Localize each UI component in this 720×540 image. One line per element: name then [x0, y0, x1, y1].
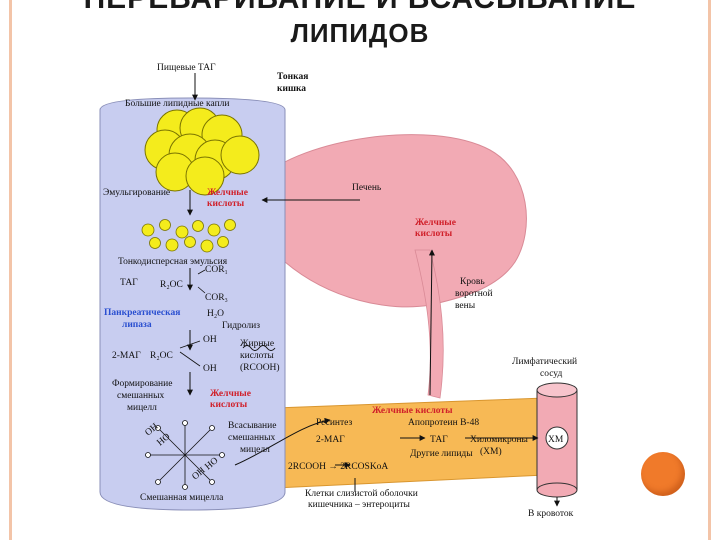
label-bile-acids-2a: Желчные [415, 218, 456, 228]
label-food-tag: Пищевые ТАГ [157, 63, 216, 73]
label-bile-acids-1b: кислоты [207, 199, 245, 209]
arrow-absorption [234, 417, 331, 466]
slide-title-line-1: ПЕРЕВАРИВАНИЕ И ВСАСЫВАНИЕ [0, 0, 720, 16]
large-lipid-droplets [144, 107, 260, 196]
label-mag-left: 2-МАГ [112, 351, 141, 361]
label-cor1: COR₁ [205, 265, 228, 275]
slide-title-line-2: ЛИПИДОВ [290, 18, 430, 48]
label-hydrolysis: Гидролиз [222, 321, 260, 331]
label-absorption-3: мицелл [240, 445, 270, 455]
label-mixed-micelle: Смешанная мицелла [140, 493, 224, 503]
label-absorption-1: Всасывание [228, 421, 276, 431]
label-enterocytes-1: Клетки слизистой оболочки [305, 488, 418, 499]
label-chylomicrons-1: Хиломикроны [470, 435, 529, 445]
label-bile-acids-4: Желчные кислоты [372, 406, 453, 416]
fatty-acid-squiggle [242, 345, 276, 351]
label-large-droplets: Большие липидные капли [125, 99, 230, 109]
label-bile-acids-3b: кислоты [210, 400, 248, 410]
label-enterocytes-2: кишечника – энтероциты [308, 500, 410, 510]
label-mag-right: 2-МАГ [316, 435, 345, 445]
label-rcooh-line: 2RCOOH → 2RCOSKoA [288, 462, 388, 472]
portal-vein-band [414, 249, 444, 399]
bond-oh1 [179, 340, 201, 349]
label-chylomicrons-2: (ХМ) [480, 446, 502, 457]
bond-oh2 [179, 351, 201, 367]
label-bloodstream: В кровоток [528, 509, 574, 519]
frame-left-border [9, 0, 12, 540]
label-bile-acids-2b: кислоты [415, 229, 453, 239]
lymph-vessel-bottom [536, 482, 578, 498]
label-small-intestine-2: кишка [277, 84, 306, 94]
label-lymph-vessel-1: Лимфатический [512, 356, 577, 367]
label-r2oc: R₂OC [160, 280, 183, 290]
label-r2oc-2: R₂OC [150, 351, 173, 361]
label-oh-2: OH [203, 364, 217, 374]
small-lipid-droplets [141, 219, 236, 253]
label-pancreatic-lipase-2: липаза [122, 320, 152, 330]
label-forming-2: смешанных [117, 391, 165, 401]
label-blood-1: Кровь [460, 277, 485, 287]
label-resynthesis: Ресинтез [316, 418, 352, 428]
bond-cor1 [197, 269, 206, 275]
label-blood-3: вены [455, 301, 476, 311]
label-tag: ТАГ [120, 278, 138, 288]
label-pancreatic-lipase-1: Панкреатическая [104, 308, 180, 318]
label-absorption-2: смешанных [228, 433, 276, 443]
lymph-vessel-top [536, 382, 578, 398]
label-fatty-acids-2: кислоты [240, 351, 274, 361]
label-oh-1: OH [203, 335, 217, 345]
label-forming-3: мицелл [127, 403, 157, 413]
label-cor3: COR₃ [205, 293, 228, 303]
label-bile-acids-1a: Желчные [207, 188, 248, 198]
label-small-intestine-1: Тонкая [277, 72, 308, 82]
label-xm: ХМ [548, 435, 564, 445]
bond-cor3 [197, 286, 206, 294]
label-fine-emulsion: Тонкодисперсная эмульсия [118, 257, 228, 267]
label-forming-1: Формирование [112, 379, 172, 389]
label-other-lipids: Другие липиды [410, 449, 473, 459]
label-apoprotein: Апопротеин В-48 [408, 418, 479, 428]
label-water: H₂O [207, 309, 224, 319]
label-fatty-acids-3: (RCOOH) [240, 362, 280, 373]
label-liver: Печень [352, 183, 382, 193]
xm-circle [545, 426, 569, 450]
decorative-orange-circle [641, 452, 685, 496]
label-lymph-vessel-2: сосуд [540, 369, 562, 379]
frame-right-border [708, 0, 711, 540]
intestine-tube [99, 97, 286, 511]
label-tag-right: ТАГ [430, 435, 448, 445]
label-fatty-acids-1: Жирные [240, 339, 274, 349]
arrow-portal-return [428, 249, 435, 396]
label-emulsification: Эмульгирование [103, 188, 170, 198]
label-bile-acids-3a: Желчные [210, 389, 251, 399]
liver-shape [259, 134, 527, 308]
mixed-micelle [145, 420, 225, 490]
label-blood-2: воротной [455, 288, 493, 299]
